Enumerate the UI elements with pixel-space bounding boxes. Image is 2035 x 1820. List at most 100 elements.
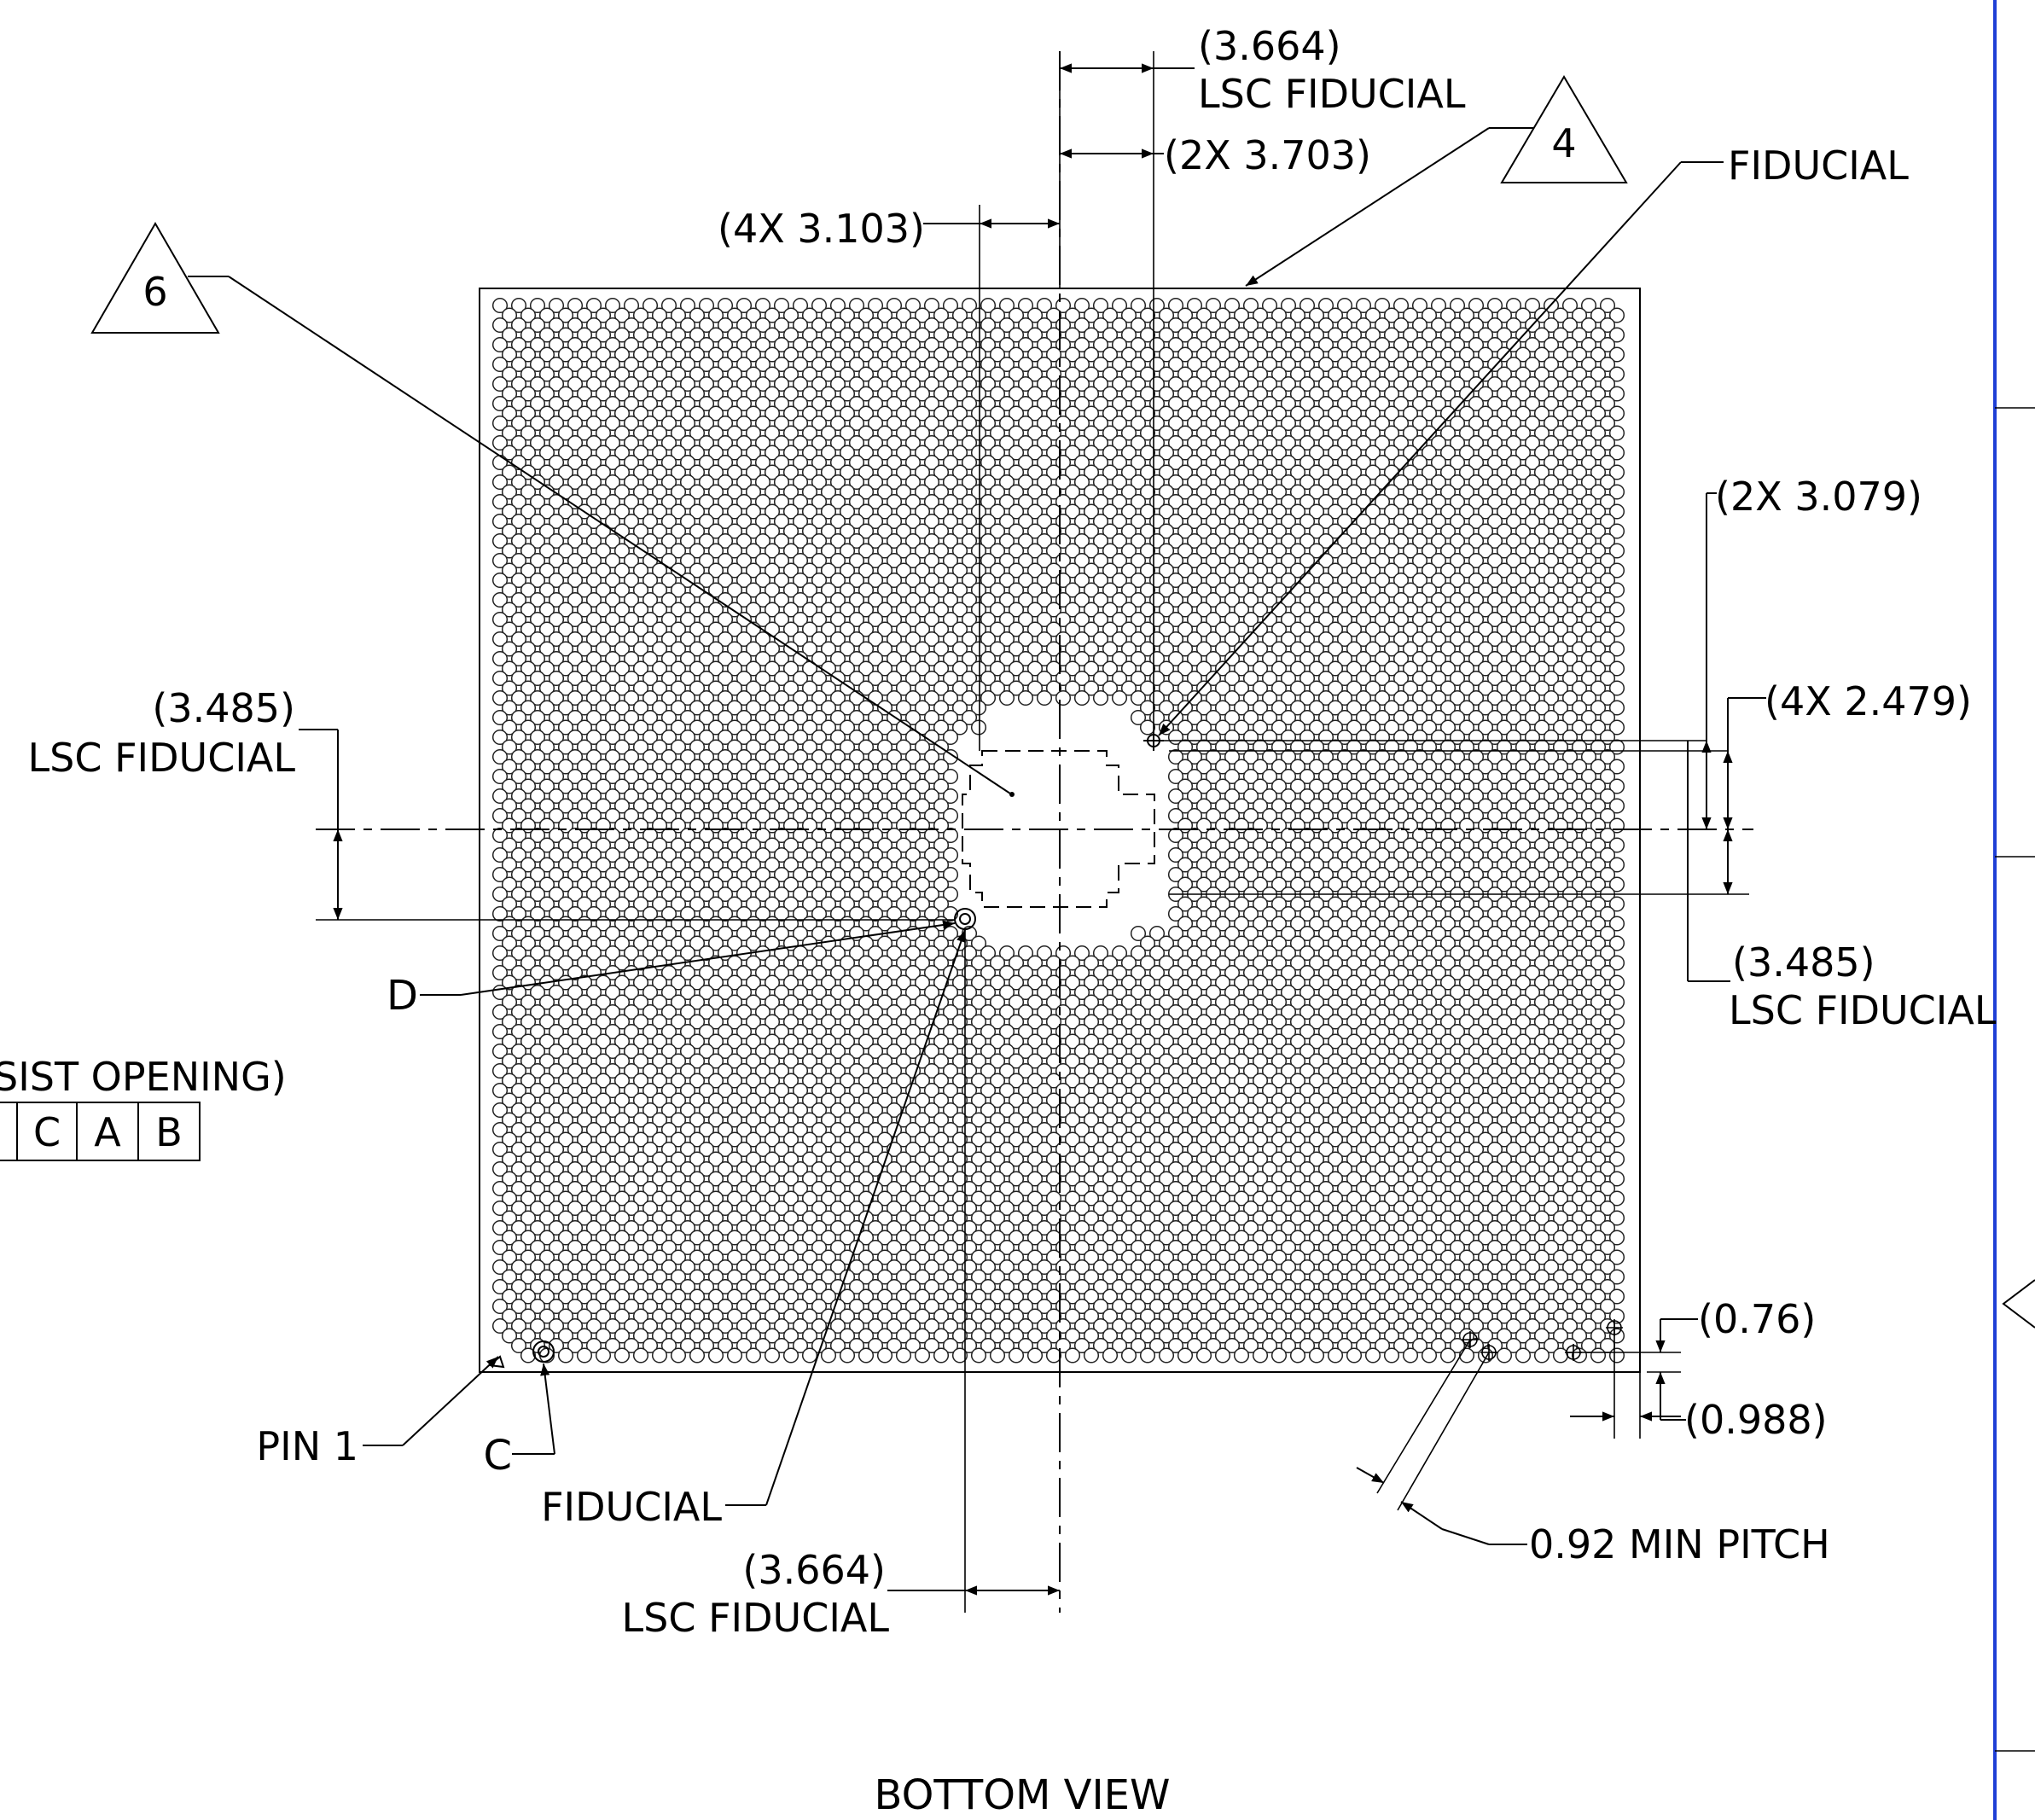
solder-ball bbox=[1064, 405, 1081, 422]
solder-ball bbox=[1486, 297, 1503, 314]
solder-ball bbox=[1524, 336, 1541, 353]
solder-ball bbox=[707, 386, 724, 402]
solder-ball bbox=[529, 395, 546, 412]
solder-ball bbox=[1608, 346, 1625, 363]
solder-ball bbox=[1205, 356, 1222, 373]
solder-ball bbox=[1590, 346, 1607, 363]
solder-ball bbox=[1561, 356, 1579, 373]
solder-ball bbox=[501, 386, 518, 402]
solder-ball bbox=[1017, 336, 1034, 353]
solder-ball bbox=[914, 327, 931, 343]
solder-ball bbox=[1205, 317, 1222, 334]
solder-ball bbox=[811, 395, 828, 412]
solder-ball bbox=[1308, 346, 1325, 363]
solder-ball bbox=[520, 346, 537, 363]
solder-ball bbox=[1139, 719, 1156, 736]
solder-ball bbox=[1177, 307, 1194, 323]
solder-ball bbox=[1186, 395, 1203, 412]
solder-ball bbox=[1045, 405, 1062, 422]
solder-ball bbox=[1608, 405, 1625, 422]
solder-ball bbox=[1036, 356, 1053, 373]
solder-ball bbox=[642, 317, 659, 334]
solder-ball bbox=[726, 386, 743, 402]
solder-ball bbox=[1543, 336, 1560, 353]
solder-ball bbox=[529, 336, 546, 353]
solder-ball bbox=[1449, 297, 1466, 314]
solder-ball bbox=[1515, 405, 1532, 422]
solder-ball bbox=[745, 386, 762, 402]
solder-ball bbox=[764, 366, 781, 382]
solder-ball bbox=[1026, 307, 1044, 323]
solder-ball bbox=[1336, 317, 1353, 334]
solder-ball bbox=[576, 327, 593, 343]
solder-ball bbox=[557, 346, 574, 363]
solder-ball bbox=[604, 375, 621, 392]
solder-ball bbox=[1261, 297, 1278, 314]
solder-ball bbox=[529, 375, 546, 392]
solder-ball bbox=[895, 386, 912, 402]
solder-ball bbox=[876, 405, 893, 422]
solder-ball bbox=[585, 375, 602, 392]
solder-ball bbox=[1336, 297, 1353, 314]
solder-ball bbox=[736, 415, 753, 432]
solder-ball bbox=[595, 386, 612, 402]
solder-ball bbox=[1289, 366, 1306, 382]
solder-ball bbox=[1102, 346, 1119, 363]
solder-ball bbox=[1364, 327, 1381, 343]
solder-ball bbox=[538, 366, 555, 382]
solder-ball bbox=[1336, 395, 1353, 412]
solder-ball bbox=[1524, 375, 1541, 392]
solder-ball bbox=[501, 405, 518, 422]
solder-ball bbox=[585, 395, 602, 412]
solder-ball bbox=[933, 405, 950, 422]
solder-ball bbox=[1411, 375, 1428, 392]
solder-ball bbox=[904, 356, 922, 373]
solder-ball bbox=[623, 395, 640, 412]
solder-ball bbox=[707, 405, 724, 422]
solder-ball bbox=[660, 356, 677, 373]
solder-ball bbox=[773, 317, 790, 334]
solder-ball bbox=[989, 327, 1006, 343]
solder-ball bbox=[1552, 307, 1569, 323]
solder-ball bbox=[567, 375, 584, 392]
solder-ball bbox=[1167, 297, 1184, 314]
solder-ball bbox=[1449, 356, 1466, 373]
solder-ball bbox=[1017, 317, 1034, 334]
solder-ball bbox=[989, 346, 1006, 363]
solder-ball bbox=[933, 366, 950, 382]
solder-ball bbox=[792, 395, 809, 412]
solder-ball bbox=[1224, 356, 1241, 373]
solder-ball bbox=[557, 327, 574, 343]
solder-ball bbox=[1533, 327, 1550, 343]
solder-ball bbox=[801, 386, 818, 402]
solder-ball bbox=[933, 346, 950, 363]
solder-ball bbox=[679, 415, 696, 432]
solder-ball bbox=[548, 415, 565, 432]
solder-ball bbox=[1158, 346, 1175, 363]
solder-ball bbox=[1233, 346, 1250, 363]
solder-ball bbox=[670, 346, 687, 363]
solder-ball bbox=[1130, 356, 1147, 373]
solder-ball bbox=[1561, 297, 1579, 314]
solder-ball bbox=[717, 395, 734, 412]
solder-ball bbox=[1543, 375, 1560, 392]
solder-ball bbox=[1308, 366, 1325, 382]
solder-ball bbox=[1608, 386, 1625, 402]
solder-ball bbox=[1233, 327, 1250, 343]
solder-ball bbox=[1393, 395, 1410, 412]
solder-ball bbox=[904, 395, 922, 412]
solder-ball bbox=[1120, 366, 1137, 382]
solder-ball bbox=[951, 346, 968, 363]
solder-ball bbox=[1299, 356, 1316, 373]
solder-ball bbox=[1458, 307, 1475, 323]
solder-ball bbox=[1111, 336, 1128, 353]
solder-ball bbox=[1205, 297, 1222, 314]
solder-ball bbox=[1064, 346, 1081, 363]
solder-ball bbox=[829, 297, 846, 314]
solder-ball bbox=[820, 327, 837, 343]
solder-ball bbox=[1111, 395, 1128, 412]
solder-ball bbox=[1543, 356, 1560, 373]
solder-ball bbox=[613, 327, 631, 343]
solder-ball bbox=[1468, 336, 1485, 353]
solder-ball bbox=[1421, 346, 1438, 363]
